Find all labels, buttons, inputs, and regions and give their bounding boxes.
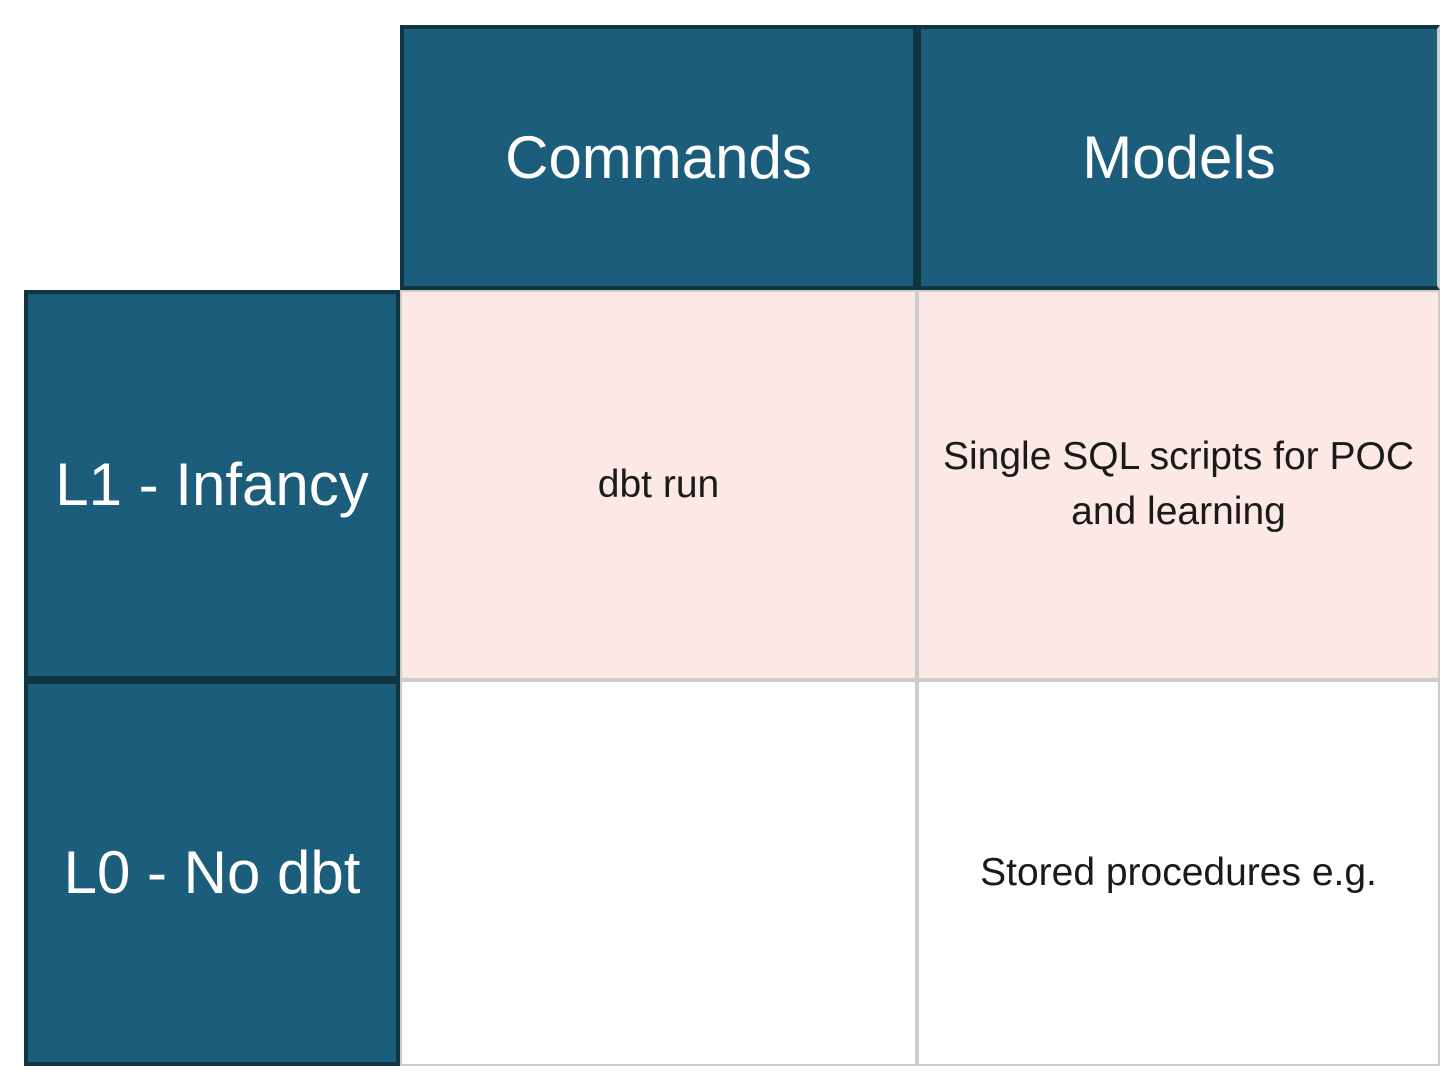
cell-l1-commands: dbt run bbox=[400, 290, 917, 680]
corner-spacer bbox=[24, 25, 400, 290]
cell-text: dbt run bbox=[597, 462, 720, 506]
dbt-maturity-table: Commands Models L1 - Infancy dbt run Sin… bbox=[24, 25, 1440, 1066]
column-header-models: Models bbox=[917, 25, 1440, 290]
cell-l0-commands bbox=[400, 680, 917, 1066]
cell-text: Stored procedures e.g. bbox=[980, 850, 1377, 894]
column-header-commands: Commands bbox=[400, 25, 917, 290]
cell-l0-models: Stored procedures e.g. bbox=[917, 680, 1440, 1066]
cell-text: Single SQL scripts for POC bbox=[942, 435, 1415, 479]
row-header-l1-infancy: L1 - Infancy bbox=[24, 290, 400, 680]
cell-text: and learning bbox=[1071, 490, 1286, 533]
cell-l1-models: Single SQL scripts for POC and learning bbox=[917, 290, 1440, 680]
row-header-l0-no-dbt: L0 - No dbt bbox=[24, 680, 400, 1066]
